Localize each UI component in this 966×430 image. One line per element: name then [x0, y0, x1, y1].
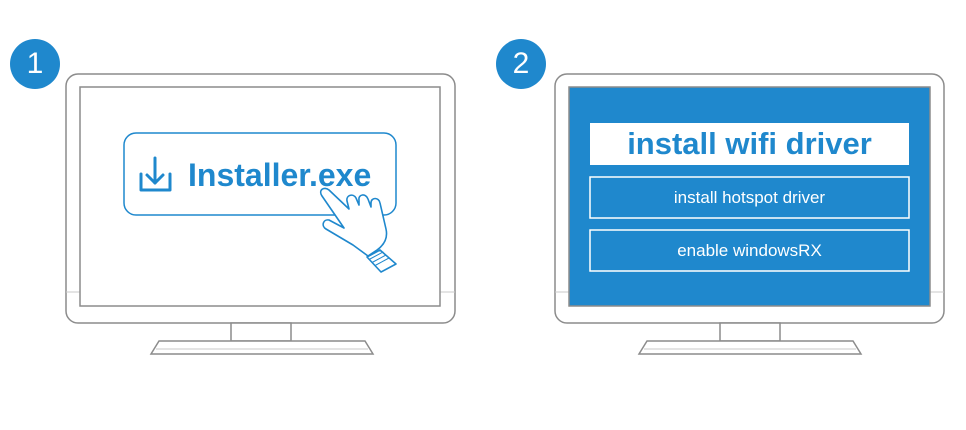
hand-pointer-icon — [319, 187, 397, 273]
installer-label: Installer.exe — [188, 157, 372, 193]
download-icon — [139, 156, 172, 192]
enable-windowsrx-option: enable windowsRX — [677, 241, 822, 260]
wifi-title-box[interactable] — [590, 123, 909, 165]
monitor-1-base — [149, 340, 375, 355]
step-1-badge: 1 — [10, 39, 60, 89]
step-2-badge: 2 — [496, 39, 546, 89]
install-wifi-driver-title: install wifi driver — [627, 126, 872, 161]
monitor-2-neck — [719, 322, 781, 342]
install-hotspot-driver-option: install hotspot driver — [673, 188, 826, 207]
monitor-2-base — [637, 340, 863, 355]
windowsrx-option-box[interactable] — [589, 229, 910, 272]
monitor-1-neck — [230, 322, 292, 342]
hotspot-option-box[interactable] — [589, 176, 910, 219]
